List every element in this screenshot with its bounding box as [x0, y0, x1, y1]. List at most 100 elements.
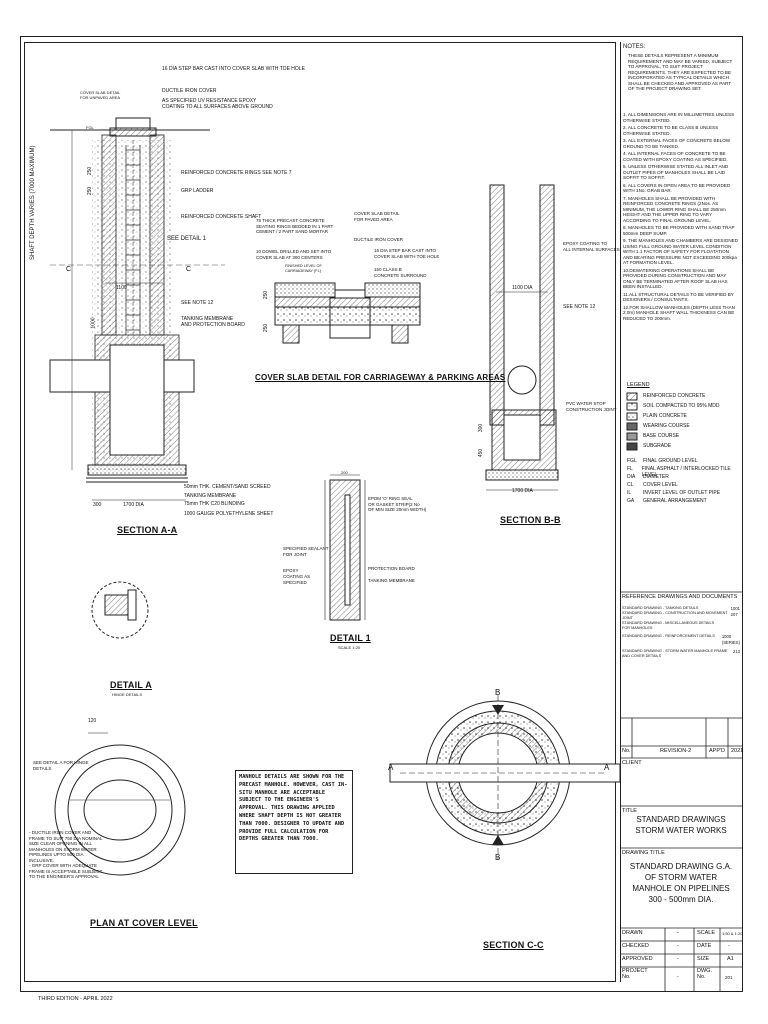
ductile-cover-label: DUCTILE IRON COVER [162, 88, 217, 94]
note-item: 9. THE MANHOLES AND CHAMBERS ARE DESIGNE… [623, 238, 739, 265]
abbr-meaning: INVERT LEVEL OF OUTLET PIPE [643, 490, 721, 496]
fgl-label: FGL [86, 125, 94, 130]
size-label: SIZE [697, 956, 710, 962]
detail-epoxy-label: EPOXY COATING AS SPECIFIED [283, 568, 311, 585]
reference-text: STANDARD DRAWING - REINFORCEMENT DETAILS [622, 634, 715, 638]
dia-1100-label: 1100 [116, 285, 127, 291]
section-aa-drawing [49, 117, 225, 501]
section-a-right-marker: A [604, 763, 610, 772]
step-bar-label: 16 DIA STEP BAR CAST INTO COVER SLAB WIT… [162, 66, 305, 72]
revision-no-label: No. [622, 748, 631, 754]
references-list: STANDARD DRAWING - TANKING DETAILS STAND… [622, 606, 740, 659]
reference-number: 1001 207 [730, 606, 740, 617]
cover-slab-step-label: 16 DIA STEP BAR CAST INTO COVER SLAB WIT… [374, 248, 440, 259]
ring-seal-label: EPDM 'O' RING SEAL OR GASKET STRIP(2 No … [368, 496, 427, 512]
drawing-series-title: STANDARD DRAWINGS STORM WATER WORKS [635, 815, 727, 835]
section-cc-title: SECTION C-C [483, 940, 544, 950]
revision-year: 2021 [731, 748, 744, 754]
date-value: - [728, 943, 730, 949]
dowel-label: 10 DOWEL DRILLED AND SET INTO COVER SLAB… [256, 249, 332, 260]
abbr-code: IL [627, 490, 632, 496]
revision-value: REVISION-2 [660, 748, 692, 754]
legend-item: BASE COURSE [643, 433, 680, 439]
legend-item: WEARING COURSE [643, 423, 690, 429]
note-item: 2. ALL CONCRETE TO BE CLASS B UNLESS OTH… [623, 125, 719, 136]
rings-label: REINFORCED CONCRETE RINGS SEE NOTE 7 [181, 170, 292, 176]
abbr-meaning: FINAL GROUND LEVEL [643, 458, 698, 464]
reference-text: STANDARD DRAWING - TANKING DETAILS STAND… [622, 606, 728, 630]
dim-1000-label: 1000 [90, 317, 97, 329]
detail-1-drawing [324, 474, 366, 621]
size-value: A1 [727, 956, 734, 962]
bb-dim-450: 450 [478, 448, 485, 458]
scale-label: SCALE [697, 930, 716, 936]
section-c-right-marker: C [186, 266, 192, 273]
project-label: PROJECT No. [622, 968, 648, 980]
reference-number: 213 [733, 649, 740, 654]
polythene-label: 1000 GAUGE POLYETHYLENE SHEET [184, 511, 274, 517]
bb-note-12: SEE NOTE 12 [563, 304, 596, 310]
drawn-label: DRAWN [622, 930, 643, 936]
cover-spec-label: - DUCTILE IRON COVER AND FRAME TO SUIT 7… [29, 830, 103, 879]
section-aa-title: SECTION A-A [117, 525, 178, 535]
sealant-label: SPECIFIED SEALANT FOR JOINT [283, 546, 329, 557]
client-label: CLIENT [622, 760, 642, 766]
legend-item: PLAIN CONCRETE [643, 413, 687, 419]
detail-tanking-label: TANKING MEMBRANE [368, 578, 415, 583]
checked-value: - [677, 943, 679, 949]
abbr-meaning: DIAMETER [643, 474, 669, 480]
tanking-membrane-label: TANKING MEMBRANE [184, 493, 237, 499]
bb-epoxy-label: EPOXY COATING TO ALL INTERNAL SURFACES [563, 241, 620, 252]
reference-number: 1000 (SERIES) [721, 634, 740, 645]
title-label: TITLE [622, 808, 637, 814]
notes-heading: NOTES: [623, 44, 646, 50]
drawing-title: STANDARD DRAWING G.A. OF STORM WATER MAN… [629, 862, 733, 904]
abbr-meaning: COVER LEVEL [643, 482, 678, 488]
abbr-meaning: FINAL ASPHALT / INTERLOCKED TILE LEVEL [641, 466, 731, 478]
manhole-note-box [235, 770, 353, 874]
plan-title: PLAN AT COVER LEVEL [90, 918, 198, 928]
drawing-area [24, 42, 616, 982]
shaft-depth-label: SHAFT DEPTH VARIES (7000 MAXIMUM) [30, 145, 36, 260]
legend-item: REINFORCED CONCRETE [643, 393, 706, 399]
note-item: 5. UNLESS OTHERWISE STATED ALL INLET AND… [623, 164, 729, 180]
drawing-frame [20, 36, 743, 992]
section-bb-drawing [485, 184, 559, 491]
references-heading: REFERENCE DRAWINGS AND DOCUMENTS [622, 594, 738, 600]
edition-footer: THIRD EDITION - APRIL 2022 [38, 996, 113, 1002]
bb-dia-1100: 1100 DIA [512, 285, 533, 291]
section-bb-title: SECTION B-B [500, 515, 561, 525]
manhole-note: MANHOLE DETAILS ARE SHOWN FOR THE PRECAS… [239, 774, 348, 843]
see-note-12-label: SEE NOTE 12 [181, 300, 214, 306]
dwg-label: DWG. No. [697, 968, 712, 980]
approved-value: - [677, 956, 679, 962]
shaft-label: REINFORCED CONCRETE SHAFT [181, 214, 262, 220]
checked-label: CHECKED [622, 943, 649, 949]
abbr-code: DIA [627, 474, 636, 480]
notes-intro: THESE DETAILS REPRESENT A MINIMUM REQUIR… [628, 53, 733, 91]
section-a-left-marker: A [388, 763, 394, 772]
drawn-value: - [677, 930, 679, 936]
note-item: 11.ALL STRUCTURAL DETAILS TO BE VERIFIED… [623, 291, 734, 303]
detail-a-subtitle: HINGE DETAILS [112, 692, 143, 697]
project-value: - [677, 974, 679, 980]
scale-value: 1:50 & 1:20 [722, 931, 743, 936]
legend-item: SUBGRADE [643, 443, 672, 449]
note-item: 3. ALL EXTERNAL FACES OF CONCRETE BELOW … [623, 138, 731, 149]
cover-slab-ductile-label: DUCTILE IRON COVER [354, 237, 404, 242]
note-item: 1. ALL DIMENSIONS ARE IN MILLIMETRES UNL… [623, 112, 735, 123]
reference-text: STANDARD DRAWING - STORM WATER MANHOLE F… [622, 649, 728, 658]
revision-appd: APP'D [709, 748, 726, 754]
drawing-title-label: DRAWING TITLE [622, 850, 665, 856]
slab-dim-250-b: 250 [263, 323, 270, 333]
tanking-label: TANKING MEMBRANE AND PROTECTION BOARD [181, 316, 245, 328]
abbr-code: GA [627, 498, 635, 504]
pvc-water-stop-label: PVC WATER STOP CONSTRUCTION JOINT [566, 401, 617, 412]
detail-a-title: DETAIL A [110, 680, 152, 690]
detail-1-scale: SCALE 1:20 [338, 645, 361, 650]
epoxy-label: AS SPECIFIED UV RESISTANCE EPOXY COATING… [162, 98, 273, 110]
notes-list: 1. ALL DIMENSIONS ARE IN MILLIMETRES UNL… [623, 112, 739, 323]
blinding-label: 75mm THK C20 BLINDING [184, 501, 245, 507]
bb-dia-1700: 1700 DIA [512, 488, 533, 494]
